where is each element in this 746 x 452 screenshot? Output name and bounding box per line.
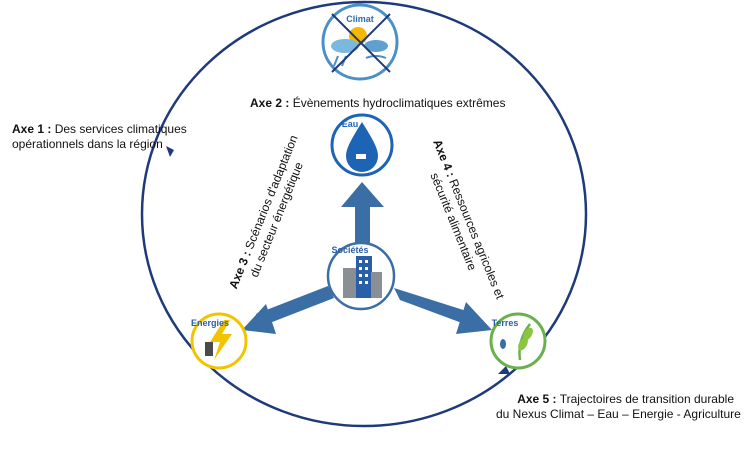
arrow-to-eau <box>341 182 384 249</box>
cloud-icon <box>331 39 359 53</box>
axe2-label: Axe 2 : Évènements hydroclimatiques extr… <box>250 96 505 111</box>
axe5-title: Axe 5 : <box>517 392 557 406</box>
climat-label: Climat <box>346 14 374 24</box>
axe2-title: Axe 2 : <box>250 96 290 110</box>
energies-node: Energies <box>190 312 248 370</box>
building-icon <box>343 268 357 298</box>
wind-icon <box>365 55 387 59</box>
tap-icon <box>356 154 366 159</box>
climat-node: Climat <box>321 3 399 81</box>
lightning-icon <box>210 320 232 360</box>
circle-arrowhead-bottom-right <box>498 366 510 374</box>
axe5-line1: Trajectoires de transition durable <box>559 392 734 406</box>
axe5-label: Axe 5 : Trajectoires de transition durab… <box>496 392 741 422</box>
axe5-line2: du Nexus Climat – Eau – Energie - Agricu… <box>496 407 741 421</box>
hummingbird-icon <box>500 339 506 349</box>
main-cycle-circle <box>140 0 588 428</box>
energies-label: Energies <box>191 318 229 328</box>
water-drop-icon <box>346 122 378 172</box>
terres-node: Terres <box>489 312 547 370</box>
plant-icon <box>205 342 213 356</box>
eau-node: Eau <box>330 113 394 177</box>
rain-icon <box>333 55 339 67</box>
societes-label: Sociétés <box>331 245 368 255</box>
axe1-title: Axe 1 : <box>12 122 52 136</box>
arrow-to-energies <box>242 286 334 334</box>
axe1-label: Axe 1 : Des services climatiques opérati… <box>12 122 187 152</box>
axe1-line1: Des services climatiques <box>54 122 187 136</box>
eau-label: Eau <box>342 119 359 129</box>
terres-label: Terres <box>492 318 519 328</box>
societes-node: Sociétés <box>326 241 396 311</box>
arrow-to-terres <box>394 288 492 334</box>
circle-arrowhead-left <box>166 146 174 157</box>
axe1-line2: opérationnels dans la région <box>12 137 163 151</box>
axe2-text: Évènements hydroclimatiques extrêmes <box>292 96 506 110</box>
